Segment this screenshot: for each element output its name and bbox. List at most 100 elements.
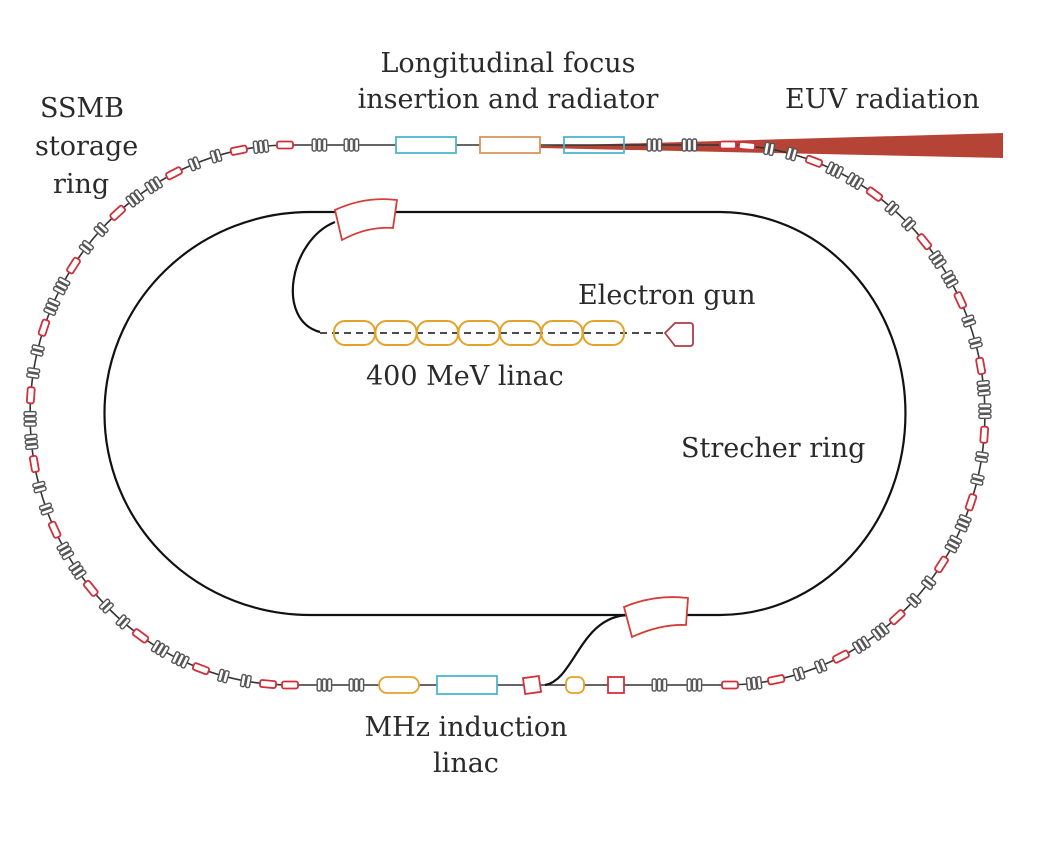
quadrupole-magnet bbox=[125, 189, 145, 208]
label-storage-ring-3: ring bbox=[53, 169, 109, 200]
quadrupole-magnet bbox=[68, 560, 87, 580]
quadrupole-magnet bbox=[961, 314, 977, 328]
label-stretcher-ring: Strecher ring bbox=[681, 433, 865, 464]
dipole-magnet bbox=[953, 291, 968, 310]
dipole-magnet bbox=[975, 356, 987, 376]
quadrupole-magnet bbox=[763, 141, 776, 157]
quadrupole-magnet bbox=[813, 658, 828, 674]
dipole-magnet bbox=[832, 649, 850, 664]
dipole-magnet bbox=[82, 579, 99, 597]
dipole-magnet bbox=[888, 609, 906, 626]
quadrupole-magnet bbox=[825, 161, 844, 179]
dipole-magnet bbox=[28, 454, 40, 474]
quadrupole-magnet bbox=[870, 622, 890, 641]
quadrupole-magnet bbox=[343, 138, 360, 152]
quadrupole-magnet bbox=[851, 635, 871, 654]
storage-ring-magnets bbox=[23, 138, 992, 692]
dipole-magnet bbox=[767, 674, 786, 686]
quadrupole-magnet bbox=[187, 156, 202, 172]
label-euv-radiation: EUV radiation bbox=[785, 84, 980, 115]
quadrupole-magnet bbox=[920, 575, 937, 591]
quadrupole-magnet bbox=[928, 250, 947, 270]
dipole-magnet bbox=[259, 679, 278, 689]
dipole-magnet bbox=[737, 141, 756, 151]
linac-cavities bbox=[333, 320, 625, 346]
quadrupole-magnet bbox=[901, 216, 917, 232]
injection-kicker-2 bbox=[607, 676, 625, 694]
label-storage-ring-2: storage bbox=[35, 131, 138, 162]
quadrupole-magnet bbox=[150, 639, 170, 658]
extraction-line bbox=[544, 613, 631, 687]
dipole-magnet bbox=[229, 144, 248, 156]
quadrupole-magnet bbox=[56, 541, 75, 561]
dipole-magnet bbox=[37, 318, 51, 337]
quadrupole-magnet bbox=[217, 668, 230, 684]
dipole-magnet bbox=[25, 386, 36, 405]
quadrupole-magnet bbox=[906, 592, 922, 608]
quadrupole-magnet bbox=[686, 678, 703, 692]
quadrupole-magnet bbox=[93, 222, 109, 238]
dipole-magnet bbox=[865, 186, 884, 202]
label-electron-gun: Electron gun bbox=[578, 280, 756, 311]
dipole-magnet bbox=[719, 140, 737, 150]
quadrupole-magnet bbox=[976, 379, 991, 397]
quadrupole-magnet bbox=[78, 239, 95, 255]
quadrupole-magnet bbox=[98, 598, 114, 614]
quadrupole-magnet bbox=[32, 480, 47, 494]
quadrupole-magnet bbox=[968, 336, 983, 350]
label-longitudinal-focus-2: insertion and radiator bbox=[358, 84, 659, 115]
quadrupole-magnet bbox=[845, 172, 865, 191]
quadrupole-magnet bbox=[26, 367, 41, 379]
quadrupole-magnet bbox=[43, 297, 61, 316]
quadrupole-magnet bbox=[940, 269, 959, 289]
label-induction-linac-1: MHz induction bbox=[365, 712, 568, 743]
dipole-magnet bbox=[281, 680, 299, 690]
quadrupole-magnet bbox=[52, 276, 71, 296]
quadrupole-magnet bbox=[239, 673, 252, 689]
quadrupole-magnet bbox=[30, 344, 45, 357]
quadrupole-magnet bbox=[23, 410, 37, 427]
induction-cavity-2 bbox=[565, 676, 585, 694]
quadrupole-magnet bbox=[792, 666, 806, 682]
modulator bbox=[479, 136, 541, 154]
dipole-magnet bbox=[191, 662, 211, 676]
dipole-magnet bbox=[916, 233, 933, 251]
quadrupole-magnet bbox=[144, 176, 164, 195]
injection-septum-magnet bbox=[333, 198, 399, 242]
radiator-undulator bbox=[563, 136, 625, 154]
stretcher-ring-beamline bbox=[103, 210, 907, 617]
label-storage-ring-1: SSMB bbox=[40, 93, 124, 124]
dipole-magnet bbox=[804, 154, 824, 168]
storage-ring-beamline bbox=[29, 144, 986, 686]
quadrupole-magnet bbox=[745, 676, 763, 691]
dipole-magnet bbox=[66, 256, 81, 275]
quadrupole-magnet bbox=[944, 534, 963, 554]
quadrupole-magnet bbox=[646, 138, 663, 152]
label-induction-linac-2: linac bbox=[433, 748, 499, 779]
quadrupole-magnet bbox=[884, 200, 900, 216]
dipole-magnet bbox=[276, 140, 294, 150]
label-longitudinal-focus-1: Longitudinal focus bbox=[381, 48, 636, 79]
quadrupole-magnet bbox=[316, 678, 333, 692]
induction-linac bbox=[436, 675, 498, 695]
quadrupole-magnet bbox=[974, 451, 989, 463]
quadrupole-magnet bbox=[209, 148, 223, 164]
quadrupole-magnet bbox=[252, 139, 270, 154]
quadrupole-magnet bbox=[970, 473, 985, 486]
linac-cavity bbox=[416, 320, 459, 346]
dipole-magnet bbox=[979, 425, 990, 444]
quadrupole-magnet bbox=[311, 138, 328, 152]
quadrupole-magnet bbox=[681, 138, 698, 152]
linac-cavity bbox=[582, 320, 625, 346]
quadrupole-magnet bbox=[651, 678, 668, 692]
quadrupole-magnet bbox=[24, 433, 39, 451]
quadrupole-magnet bbox=[785, 146, 798, 162]
quadrupole-magnet bbox=[115, 614, 131, 630]
linac-transfer-line bbox=[291, 220, 336, 334]
injection-kicker-1 bbox=[521, 674, 543, 696]
quadrupole-magnet bbox=[38, 502, 54, 516]
dipole-magnet bbox=[47, 520, 62, 539]
quadrupole-magnet bbox=[954, 514, 972, 533]
dipole-magnet bbox=[721, 680, 739, 690]
